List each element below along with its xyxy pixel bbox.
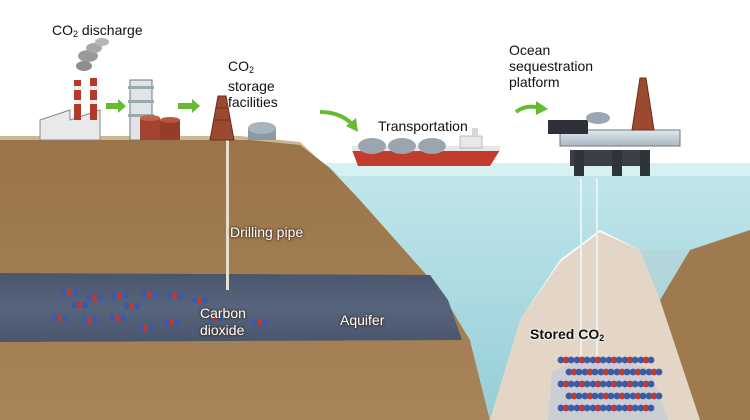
stored-co2-molecule	[630, 393, 647, 400]
label-stored-co2: Stored CO2	[530, 326, 604, 346]
label-transportation: Transportation	[378, 118, 468, 134]
aquifer-co2-molecule	[62, 289, 79, 296]
label-aquifer: Aquifer	[340, 312, 384, 328]
stored-co2-molecule	[558, 381, 575, 388]
stored-co2-molecule	[574, 381, 591, 388]
stored-co2-molecule	[614, 393, 631, 400]
stored-co2-molecule	[590, 405, 607, 412]
label-co2-discharge: CO2 discharge	[52, 22, 143, 42]
aquifer-co2-molecule	[52, 315, 69, 322]
aquifer-co2-molecule	[82, 317, 99, 324]
aquifer-co2-molecule	[72, 302, 89, 309]
label-drilling-pipe: Drilling pipe	[230, 224, 303, 240]
aquifer-co2-molecule	[142, 291, 159, 298]
aquifer-co2-molecule	[138, 325, 155, 332]
stored-co2-molecule	[622, 357, 639, 364]
stored-co2-molecule	[614, 369, 631, 376]
aquifer-co2-molecule	[192, 297, 209, 304]
stored-co2-molecule	[622, 381, 639, 388]
stored-co2-molecule	[582, 369, 599, 376]
aquifer-co2-molecule	[110, 315, 127, 322]
aquifer-co2-molecule	[167, 293, 184, 300]
stored-co2-molecule	[606, 381, 623, 388]
stored-co2-molecule	[646, 369, 663, 376]
stored-co2-molecule	[582, 393, 599, 400]
stored-co2-molecule	[558, 405, 575, 412]
aquifer-co2-molecule	[164, 319, 181, 326]
label-ocean-sequestration-platform: Ocean sequestration platform	[509, 42, 593, 90]
stored-co2-molecule	[574, 357, 591, 364]
stored-co2-molecule	[638, 357, 655, 364]
stored-co2-molecule	[574, 405, 591, 412]
stored-co2-molecule	[638, 381, 655, 388]
aquifer-co2-molecule	[112, 293, 129, 300]
stored-co2-molecule	[566, 393, 583, 400]
stored-co2-molecule	[606, 405, 623, 412]
stored-co2-molecule	[646, 393, 663, 400]
stored-co2-molecule	[590, 381, 607, 388]
aquifer-co2-molecule	[124, 303, 141, 310]
stored-co2-molecule	[598, 393, 615, 400]
stored-co2-molecule	[558, 357, 575, 364]
aquifer-co2-molecule	[87, 295, 104, 302]
stored-co2-molecule	[630, 369, 647, 376]
stored-co2-molecule	[622, 405, 639, 412]
label-carbon-dioxide: Carbon dioxide	[200, 305, 246, 339]
aquifer-co2-molecule	[252, 319, 269, 326]
stored-co2-molecule	[606, 357, 623, 364]
label-co2-storage-facilities: CO2 storage facilities	[228, 58, 278, 110]
stored-co2-molecule	[590, 357, 607, 364]
stored-co2-molecule	[598, 369, 615, 376]
stored-co2-molecule	[638, 405, 655, 412]
stored-co2-molecule	[566, 369, 583, 376]
